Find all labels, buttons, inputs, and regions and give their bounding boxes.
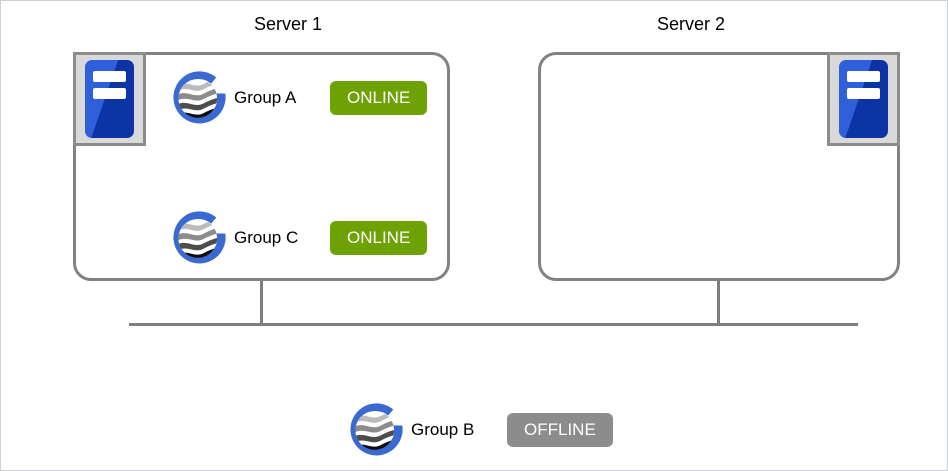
group-name: Group B	[411, 419, 475, 439]
group-row-c: Group C ONLINE	[173, 211, 428, 264]
network-bus-line	[129, 323, 858, 326]
group-row-b: Group B OFFLINE	[350, 403, 613, 456]
group-name: Group C	[234, 227, 299, 247]
server1-title: Server 1	[253, 14, 323, 34]
server2-network-connector	[717, 281, 720, 325]
server1-network-connector	[260, 281, 263, 325]
server1-box: Group A ONLINE Group C ONLINE	[73, 52, 450, 281]
group-name: Group A	[234, 87, 297, 107]
online-badge: ONLINE	[330, 220, 428, 255]
offline-badge: OFFLINE	[507, 412, 613, 447]
availability-group-icon	[173, 211, 226, 264]
availability-group-icon	[350, 403, 403, 456]
server-icon	[73, 52, 146, 146]
server2-title: Server 2	[656, 14, 726, 34]
availability-group-icon	[173, 71, 226, 124]
online-badge: ONLINE	[330, 80, 428, 115]
server-icon	[827, 52, 900, 146]
group-row-a: Group A ONLINE	[173, 71, 428, 124]
